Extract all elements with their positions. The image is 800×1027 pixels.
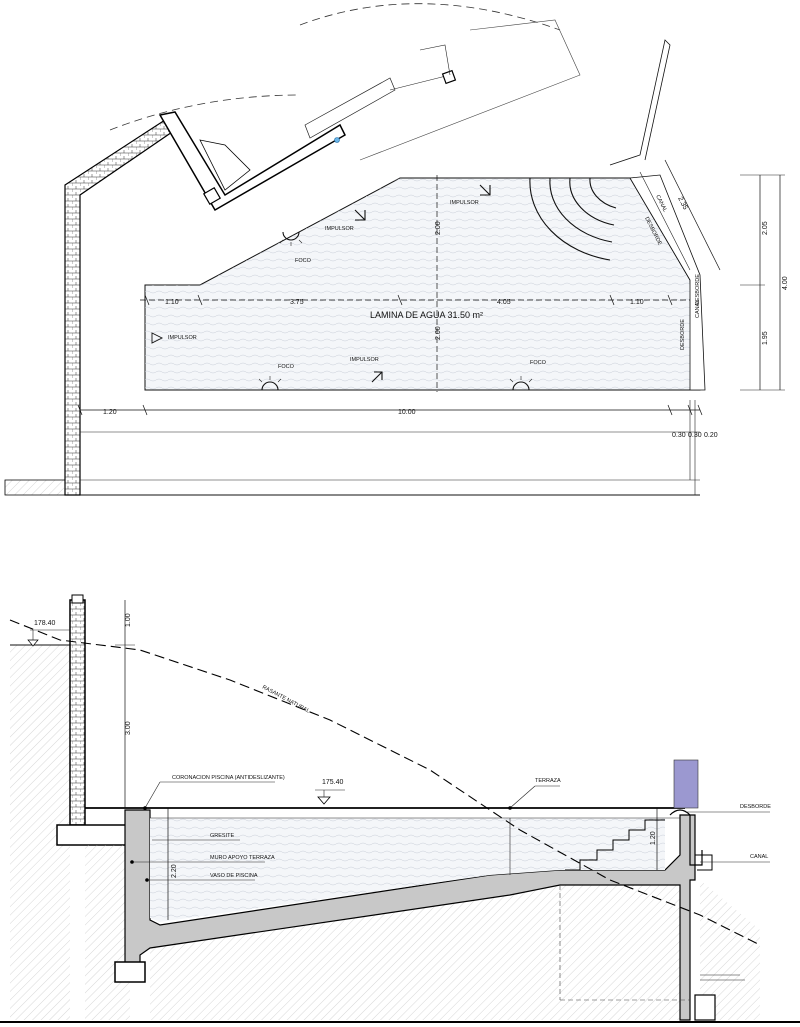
level-marker-top: 178.40 (27, 620, 70, 647)
label-vaso: VASO DE PISCINA (210, 873, 258, 879)
label-desborde-2: DESBORDE (680, 319, 686, 350)
svg-text:IMPULSOR: IMPULSOR (168, 335, 197, 341)
wall-footing (56, 824, 133, 846)
ground-left (10, 645, 70, 1020)
label-coronacion: CORONACION PISCINA (ANTIDESLIZANTE) (172, 775, 285, 781)
dim-1-10-left: 1.10 (165, 299, 179, 306)
impulsor-3: IMPULSOR (151, 332, 197, 344)
impulsor-2: IMPULSOR (450, 184, 491, 206)
label-muro: MURO APOYO TERRAZA (210, 855, 275, 861)
foco-3: FOCO (509, 360, 547, 391)
svg-text:IMPULSOR: IMPULSOR (350, 357, 379, 363)
stair-structure (158, 19, 581, 212)
svg-text:FOCO: FOCO (278, 364, 295, 370)
label-gresite: GRESITE (210, 833, 234, 839)
dim-3-00: 3.00 (125, 721, 132, 735)
glass-railing (609, 39, 671, 166)
pool-steps (529, 177, 617, 261)
svg-text:178.40: 178.40 (34, 620, 56, 627)
overflow-block (673, 759, 699, 809)
dim-2-05: 2.05 (762, 221, 769, 235)
dim-1-95: 1.95 (762, 331, 769, 345)
dim-10-00: 10.00 (398, 409, 416, 416)
dim-2-35: 2.35 (676, 196, 688, 211)
dim-1-20-section: 1.20 (650, 831, 657, 845)
dim-1-00: 1.00 (125, 613, 132, 627)
level-marker-water: 175.40 (315, 779, 345, 805)
dim-3-75: 3.75 (290, 299, 304, 306)
label-terraza: TERRAZA (535, 778, 561, 784)
label-rasante: RASANTE NATURAL (261, 684, 310, 714)
plan-title: LAMINA DE AGUA 31.50 m² (370, 310, 483, 320)
label-desborde: DESBORDE (740, 804, 771, 810)
plan-dashed-arc (299, 3, 561, 31)
svg-text:175.40: 175.40 (322, 779, 344, 786)
dim-0-30-a: 0.30 (672, 432, 686, 439)
foco-1: FOCO (279, 231, 312, 264)
plan-view: 1.10 3.75 4.05 1.10 2.00 2.00 LAMINA DE … (4, 3, 789, 496)
section-steps (565, 819, 665, 871)
dim-0-20: 0.20 (704, 432, 718, 439)
dim-4-00: 4.00 (782, 276, 789, 290)
svg-text:IMPULSOR: IMPULSOR (450, 200, 479, 206)
back-wall (69, 599, 86, 826)
overflow-channel (629, 174, 706, 391)
dim-1-20: 1.20 (103, 409, 117, 416)
foco-2: FOCO (258, 364, 295, 391)
svg-text:FOCO: FOCO (530, 360, 547, 366)
dim-0-30-b: 0.30 (688, 432, 702, 439)
plan-dashed-arc-2 (109, 94, 301, 131)
dim-2-00-bottom: 2.00 (435, 326, 442, 340)
section-view: 178.40 175.40 1.00 3.00 2.20 1.20 RASANT… (0, 594, 800, 1023)
label-canal-2: CANAL (695, 300, 701, 318)
svg-text:IMPULSOR: IMPULSOR (325, 226, 354, 232)
natural-grade (9, 619, 761, 946)
dim-1-10-right: 1.10 (630, 299, 644, 306)
pool-shell (124, 809, 696, 1021)
label-desborde-3: DESBORDE (695, 274, 701, 305)
dim-2-20: 2.20 (171, 864, 178, 878)
svg-text:FOCO: FOCO (295, 258, 312, 264)
label-canal: CANAL (750, 854, 768, 860)
impulsor-1: IMPULSOR (325, 209, 366, 232)
dim-2-00-top: 2.00 (435, 221, 442, 235)
impulsor-4: IMPULSOR (350, 357, 383, 383)
dim-4-05: 4.05 (497, 299, 511, 306)
